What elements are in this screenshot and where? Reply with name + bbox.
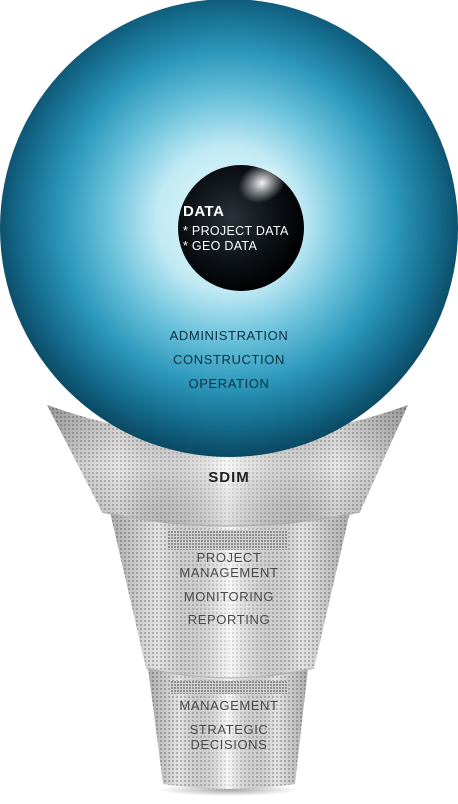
eye-item-operation: OPERATION (188, 376, 270, 391)
tier3-item-strategic: STRATEGIC (189, 722, 269, 737)
tier2-item-monitoring: MONITORING (183, 589, 275, 604)
tier2-item-reporting: REPORTING (187, 612, 271, 627)
core-title: DATA (183, 203, 225, 220)
tier3-stripe (170, 681, 288, 694)
eye-item-administration: ADMINISTRATION (169, 328, 289, 343)
tier2-band (110, 512, 350, 679)
tier3-band (148, 668, 308, 789)
tier3-item-decisions: DECISIONS (190, 737, 268, 752)
sdim-label: SDIM (208, 469, 250, 486)
tier2-item-project: PROJECT (196, 550, 262, 565)
pupil-glint (238, 163, 286, 203)
tier2-stripe (168, 530, 288, 550)
core-item-project-data: * PROJECT DATA (183, 224, 289, 238)
eye-item-construction: CONSTRUCTION (173, 352, 285, 367)
tier3-item-management: MANAGEMENT (179, 698, 279, 713)
eye-sphere (0, 0, 458, 457)
core-item-geo-data: * GEO DATA (183, 239, 258, 253)
tier2-item-management: MANAGEMENT (179, 565, 279, 580)
